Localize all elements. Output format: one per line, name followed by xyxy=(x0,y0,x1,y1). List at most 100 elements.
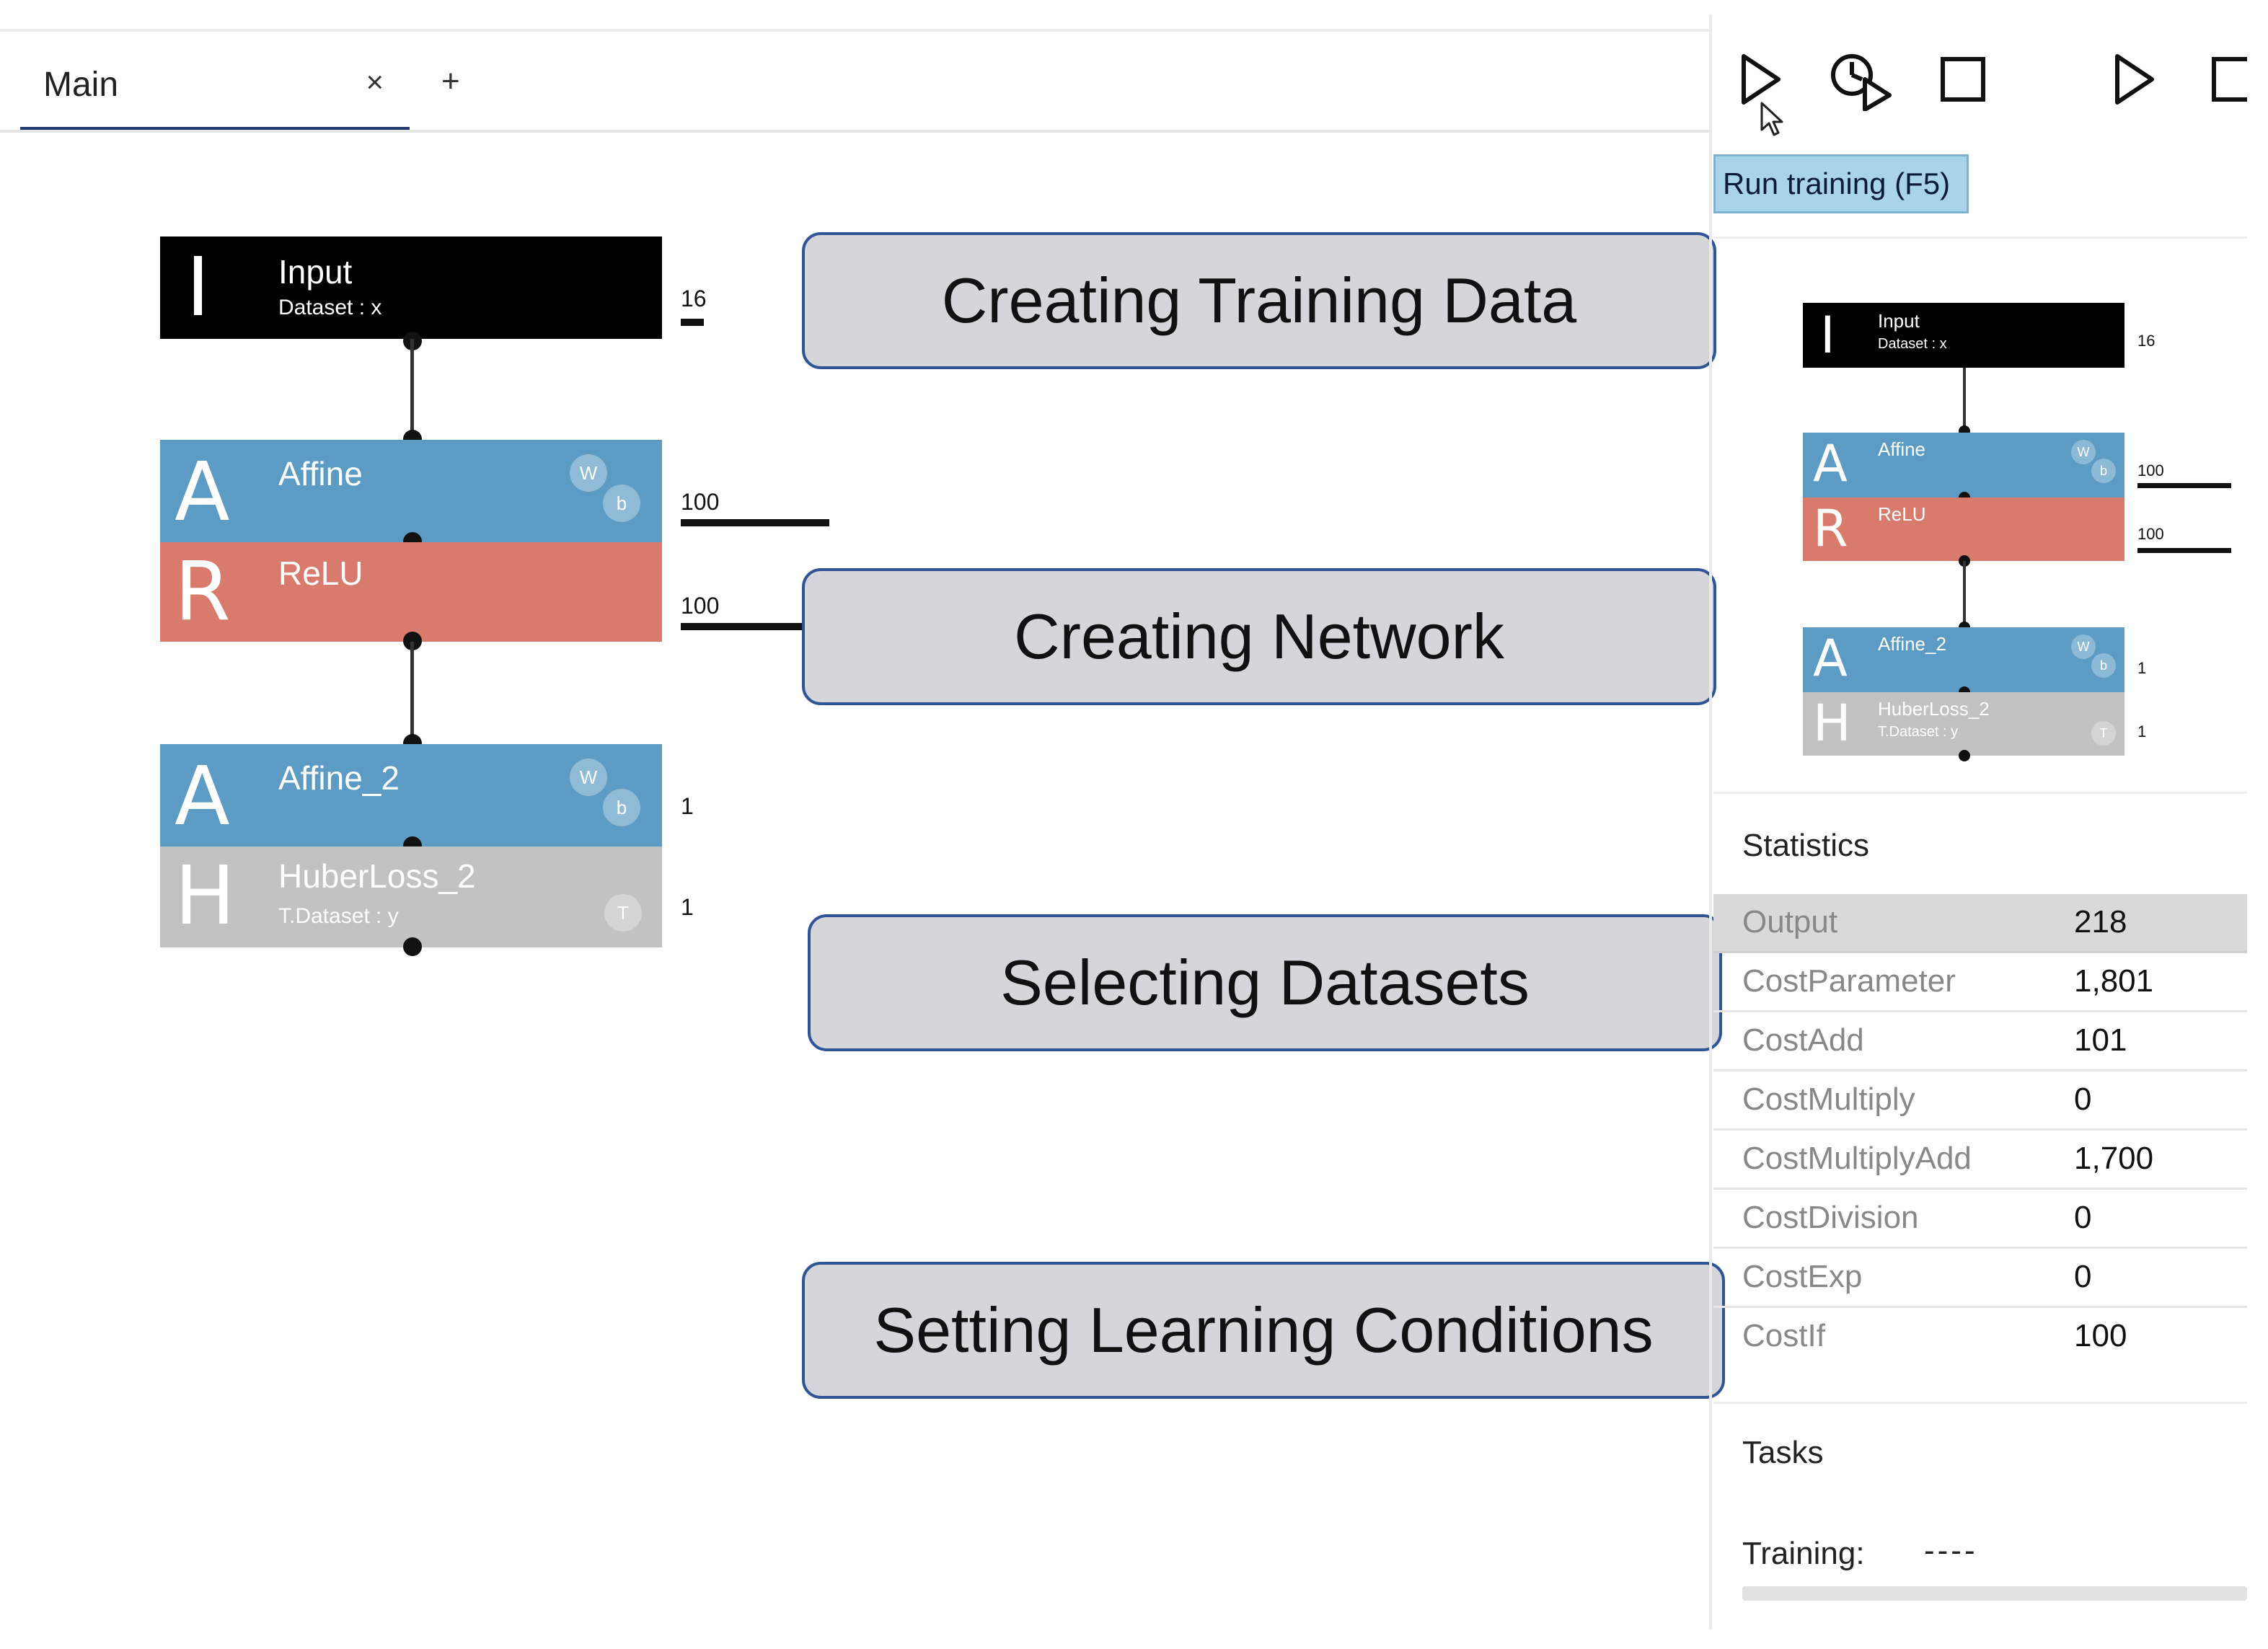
stat-row-costexp[interactable]: CostExp 0 xyxy=(1713,1249,2247,1308)
stat-key: CostMultiply xyxy=(1742,1082,1915,1117)
stop-icon[interactable] xyxy=(2211,56,2247,102)
connector-dot[interactable] xyxy=(403,937,422,956)
stat-key: CostParameter xyxy=(1742,963,1956,999)
edge-line xyxy=(410,642,414,743)
bias-param-icon: b xyxy=(603,789,640,826)
preview-affine2-letter: A xyxy=(1813,629,1848,688)
stop-icon[interactable] xyxy=(1940,56,1986,102)
stat-key: Output xyxy=(1742,904,1838,940)
huberloss-subtitle: T.Dataset : y xyxy=(278,904,399,928)
stat-value: 1,801 xyxy=(2074,963,2154,999)
weight-param-icon: W xyxy=(570,454,607,492)
tasks-title: Tasks xyxy=(1742,1435,1824,1470)
preview-input-node: I Input Dataset : x xyxy=(1803,303,2124,368)
preview-huberloss-letter: H xyxy=(1813,694,1851,753)
preview-input-size-label: 16 xyxy=(2137,332,2156,350)
stat-row-costmultiply[interactable]: CostMultiply 0 xyxy=(1713,1071,2247,1131)
affine-size-label: 100 xyxy=(681,489,720,515)
panel-divider xyxy=(1709,14,1712,1630)
preview-weight-param-icon: W xyxy=(2071,635,2096,659)
tab-main[interactable]: Main × xyxy=(20,58,410,133)
preview-affine2-title: Affine_2 xyxy=(1878,633,1946,655)
callout-creating-training-data: Creating Training Data xyxy=(802,232,1716,369)
training-task-status: ---- xyxy=(1924,1533,1978,1568)
preview-affine2-size-label: 1 xyxy=(2137,659,2147,677)
stat-value: 1,700 xyxy=(2074,1141,2154,1176)
preview-affine-size-label: 100 xyxy=(2137,461,2164,479)
input-layer-node[interactable]: I Input Dataset : x xyxy=(160,236,662,339)
stat-key: CostExp xyxy=(1742,1259,1863,1294)
preview-affine2-node: A Affine_2 W b xyxy=(1803,627,2124,692)
preview-bias-param-icon: b xyxy=(2091,653,2116,678)
stat-key: CostDivision xyxy=(1742,1200,1919,1235)
preview-input-subtitle: Dataset : x xyxy=(1878,336,1947,352)
stat-value: 0 xyxy=(2074,1200,2092,1235)
stat-row-costif[interactable]: CostIf 100 xyxy=(1713,1308,2247,1367)
training-progress-bar xyxy=(1742,1586,2247,1601)
preview-weight-param-icon: W xyxy=(2071,440,2096,464)
stat-row-costadd[interactable]: CostAdd 101 xyxy=(1713,1012,2247,1071)
affine2-letter: A xyxy=(175,750,230,844)
stat-value: 218 xyxy=(2074,904,2127,940)
stat-key: CostAdd xyxy=(1742,1022,1864,1058)
stat-value: 101 xyxy=(2074,1022,2127,1058)
preview-input-letter: I xyxy=(1820,306,1835,365)
preview-affine-node: A Affine W b xyxy=(1803,433,2124,498)
play-icon[interactable] xyxy=(1738,52,1784,107)
huberloss-size-label: 1 xyxy=(681,894,694,920)
huberloss-title: HuberLoss_2 xyxy=(278,857,476,895)
play-icon[interactable] xyxy=(2112,52,2158,107)
relu-size-label: 100 xyxy=(681,593,720,619)
tab-main-label: Main xyxy=(43,66,119,104)
callout-selecting-datasets: Selecting Datasets xyxy=(808,914,1722,1051)
preview-divider xyxy=(1713,236,2247,239)
callout-creating-network: Creating Network xyxy=(802,568,1716,705)
stat-row-output[interactable]: Output 218 xyxy=(1713,894,2247,953)
preview-huberloss-title: HuberLoss_2 xyxy=(1878,698,1990,720)
edge-line xyxy=(410,339,414,440)
relu-layer-node[interactable]: R ReLU xyxy=(160,542,662,642)
weight-param-icon: W xyxy=(570,759,607,796)
stat-key: CostIf xyxy=(1742,1318,1825,1353)
target-param-icon: T xyxy=(604,894,642,932)
preview-edge-line xyxy=(1963,368,1966,434)
affine2-layer-node[interactable]: A Affine_2 W b xyxy=(160,744,662,846)
preview-relu-size-label: 100 xyxy=(2137,525,2164,543)
affine-letter: A xyxy=(175,446,230,539)
statistics-divider xyxy=(1713,792,2247,794)
stat-key: CostMultiplyAdd xyxy=(1742,1141,1972,1176)
huberloss-letter: H xyxy=(175,849,236,943)
input-size-label: 16 xyxy=(681,286,707,311)
close-icon[interactable]: × xyxy=(366,65,384,99)
callout-setting-learning-conditions: Setting Learning Conditions xyxy=(802,1262,1725,1399)
top-border xyxy=(0,29,1709,32)
relu-letter: R xyxy=(175,545,231,639)
preview-relu-node: R ReLU xyxy=(1803,498,2124,561)
huberloss-layer-node[interactable]: H HuberLoss_2 T.Dataset : y T xyxy=(160,846,662,947)
affine-size-bar xyxy=(681,519,829,526)
preview-bias-param-icon: b xyxy=(2091,459,2116,483)
add-tab-button[interactable]: + xyxy=(441,63,460,99)
statistics-title: Statistics xyxy=(1742,828,1870,863)
affine2-size-label: 1 xyxy=(681,793,694,819)
relu-size-bar xyxy=(681,623,808,630)
affine2-title: Affine_2 xyxy=(278,759,400,797)
preview-affine-size-bar xyxy=(2137,483,2231,488)
stat-row-costparameter[interactable]: CostParameter 1,801 xyxy=(1713,953,2247,1012)
stat-value: 100 xyxy=(2074,1318,2127,1353)
affine-title: Affine xyxy=(278,455,363,492)
timer-play-icon[interactable] xyxy=(1827,50,1894,111)
stat-value: 0 xyxy=(2074,1259,2092,1294)
bias-param-icon: b xyxy=(603,485,640,522)
stat-row-costdivision[interactable]: CostDivision 0 xyxy=(1713,1190,2247,1249)
training-task-label: Training: xyxy=(1742,1536,1865,1571)
stat-row-costmultiplyadd[interactable]: CostMultiplyAdd 1,700 xyxy=(1713,1131,2247,1190)
input-subtitle: Dataset : x xyxy=(278,296,382,319)
input-title: Input xyxy=(278,253,353,291)
preview-huberloss-subtitle: T.Dataset : y xyxy=(1878,724,1959,740)
run-training-tooltip: Run training (F5) xyxy=(1713,154,1969,213)
affine-layer-node[interactable]: A Affine W b xyxy=(160,440,662,542)
preview-connector-dot xyxy=(1959,750,1970,761)
cursor-pointer-icon xyxy=(1760,102,1783,136)
preview-huberloss-node: H HuberLoss_2 T.Dataset : y T xyxy=(1803,692,2124,756)
